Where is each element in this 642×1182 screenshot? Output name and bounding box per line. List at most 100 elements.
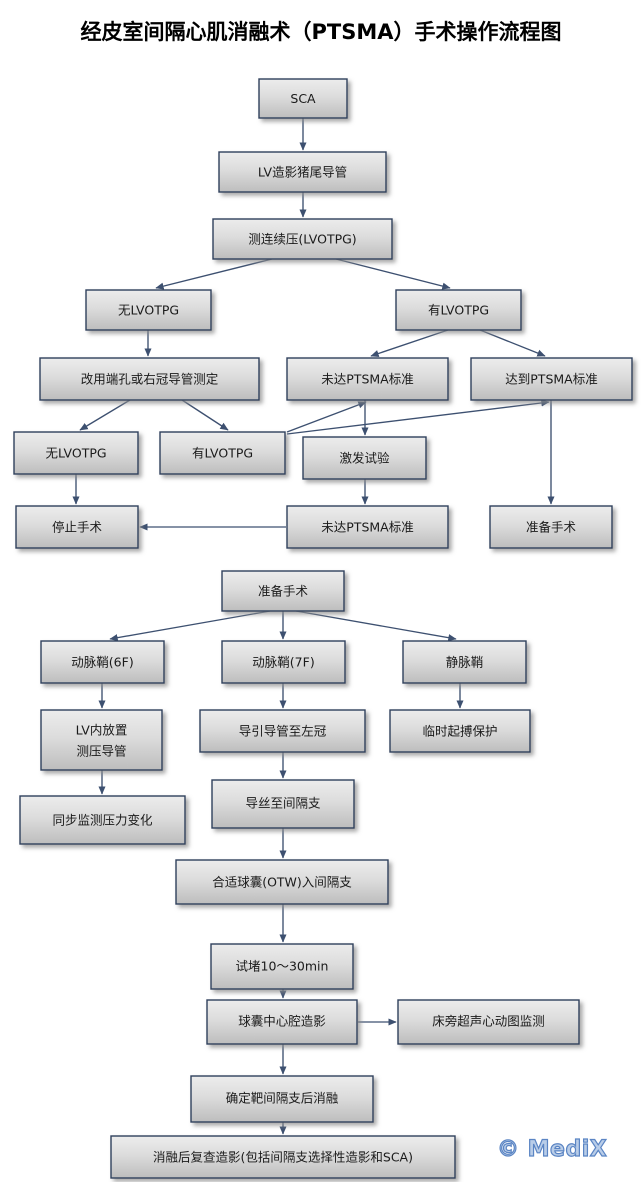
node-wire-to-septal-branch[interactable]: 导丝至间隔支 [211, 779, 355, 829]
node-label: 改用端孔或右冠导管测定 [81, 372, 219, 387]
node-box[interactable] [175, 859, 389, 905]
node-label: 有LVOTPG [428, 303, 489, 318]
node-box[interactable] [218, 151, 387, 193]
node-box[interactable] [286, 505, 449, 549]
node-label: 达到PTSMA标准 [505, 372, 597, 387]
node-label: 静脉鞘 [446, 655, 484, 670]
node-label: 激发试验 [339, 451, 390, 466]
node-box[interactable] [190, 1075, 374, 1123]
edge-prepare-to-vein-sheath [295, 610, 457, 642]
node-label: 未达PTSMA标准 [321, 520, 413, 535]
node-venous-sheath[interactable]: 静脉鞘 [402, 640, 527, 684]
node-label-line1: LV内放置 [76, 723, 128, 738]
node-box[interactable] [13, 431, 139, 475]
edge-yes-to-met-std [479, 329, 546, 357]
node-otw-balloon-septal[interactable]: 合适球囊(OTW)入间隔支 [175, 859, 389, 905]
node-guide-catheter-lca[interactable]: 导引导管至左冠 [199, 709, 366, 753]
node-box[interactable] [39, 357, 260, 401]
node-met-ptsma-standard[interactable]: 达到PTSMA标准 [470, 357, 633, 401]
node-box[interactable] [85, 289, 212, 331]
connector-group [72, 118, 555, 1135]
node-box[interactable] [210, 943, 354, 990]
node-label: SCA [290, 91, 316, 106]
node-label: 停止手术 [52, 520, 103, 535]
edge-lvotpg-to-no [155, 258, 273, 290]
node-box[interactable] [199, 709, 366, 753]
edge-lvotpg-to-yes [335, 258, 451, 290]
node-provocation-test[interactable]: 激发试验 [302, 436, 427, 480]
edge-alt-to-no2 [79, 399, 131, 431]
node-arterial-sheath-6f[interactable]: 动脉鞘(6F) [40, 640, 165, 684]
node-label: 动脉鞘(7F) [252, 655, 314, 670]
node-box[interactable] [489, 505, 613, 549]
node-label: 试堵10～30min [236, 959, 329, 974]
node-box[interactable] [19, 795, 186, 845]
node-label: 临时起搏保护 [422, 724, 497, 739]
edge-alt-to-yes2 [181, 399, 229, 431]
node-sca[interactable]: SCA [258, 78, 348, 119]
node-label: LV造影猪尾导管 [258, 165, 347, 180]
node-lv-pigtail-catheter[interactable]: LV造影猪尾导管 [218, 151, 387, 193]
node-label: 有LVOTPG [192, 446, 253, 461]
node-box[interactable] [40, 640, 165, 684]
edge-yes-to-below-std [370, 329, 449, 357]
node-has-lvotpg-1[interactable]: 有LVOTPG [395, 289, 522, 331]
node-label: 消融后复查造影(包括间隔支选择性造影和SCA) [153, 1150, 413, 1165]
node-label: 未达PTSMA标准 [321, 372, 413, 387]
node-box[interactable] [470, 357, 633, 401]
node-prepare-procedure-2[interactable]: 准备手术 [221, 570, 345, 612]
node-label: 准备手术 [526, 520, 577, 535]
node-balloon-center-contrast[interactable]: 球囊中心腔造影 [206, 999, 358, 1045]
node-label: 同步监测压力变化 [52, 813, 153, 828]
node-label: 确定靶间隔支后消融 [226, 1091, 339, 1106]
node-arterial-sheath-7f[interactable]: 动脉鞘(7F) [221, 640, 346, 684]
node-bedside-echo-monitor[interactable]: 床旁超声心动图监测 [397, 999, 580, 1045]
page-title: 经皮室间隔心肌消融术（PTSMA）手术操作流程图 [80, 20, 562, 44]
node-target-septal-ablation[interactable]: 确定靶间隔支后消融 [190, 1075, 374, 1123]
node-no-lvotpg-2[interactable]: 无LVOTPG [13, 431, 139, 475]
node-box[interactable] [302, 436, 427, 480]
node-label: 导丝至间隔支 [245, 796, 321, 811]
node-label: 无LVOTPG [118, 303, 179, 318]
node-label: 准备手术 [258, 584, 309, 599]
node-box[interactable] [221, 570, 345, 612]
node-trial-occlusion[interactable]: 试堵10～30min [210, 943, 354, 990]
node-box[interactable] [395, 289, 522, 331]
node-prepare-procedure-1[interactable]: 准备手术 [489, 505, 613, 549]
node-label: 球囊中心腔造影 [238, 1014, 326, 1029]
node-box[interactable] [212, 218, 393, 260]
watermark-medix: © MediX [496, 1136, 608, 1162]
node-stop-procedure[interactable]: 停止手术 [15, 505, 139, 549]
node-temporary-pacing[interactable]: 临时起搏保护 [389, 709, 531, 753]
node-alt-end-hole-catheter[interactable]: 改用端孔或右冠导管测定 [39, 357, 260, 401]
node-has-lvotpg-2[interactable]: 有LVOTPG [159, 431, 286, 475]
node-box[interactable] [110, 1135, 456, 1179]
edge-prepare-to-sheath6f [109, 610, 271, 642]
node-label-line2: 测压导管 [76, 744, 126, 759]
node-box[interactable] [258, 78, 348, 119]
node-label: 测连续压(LVOTPG) [248, 232, 356, 247]
node-box[interactable] [211, 779, 355, 829]
node-box[interactable] [206, 999, 358, 1045]
node-sync-pressure-monitor[interactable]: 同步监测压力变化 [19, 795, 186, 845]
node-post-ablation-recheck[interactable]: 消融后复查造影(包括间隔支选择性造影和SCA) [110, 1135, 456, 1179]
node-label: 动脉鞘(6F) [71, 655, 133, 670]
node-label: 合适球囊(OTW)入间隔支 [212, 875, 352, 890]
node-box[interactable] [402, 640, 527, 684]
node-box[interactable] [389, 709, 531, 753]
node-measure-lvotpg[interactable]: 测连续压(LVOTPG) [212, 218, 393, 260]
node-box[interactable] [286, 357, 449, 401]
node-box[interactable] [397, 999, 580, 1045]
node-box[interactable] [40, 709, 163, 771]
node-lv-pressure-catheter[interactable]: LV内放置 测压导管 [40, 709, 163, 771]
node-below-ptsma-standard-1[interactable]: 未达PTSMA标准 [286, 357, 449, 401]
node-box[interactable] [159, 431, 286, 475]
edge-yes2-to-below-std [286, 401, 367, 433]
node-below-ptsma-standard-2[interactable]: 未达PTSMA标准 [286, 505, 449, 549]
node-no-lvotpg-1[interactable]: 无LVOTPG [85, 289, 212, 331]
node-box[interactable] [221, 640, 346, 684]
node-label: 无LVOTPG [45, 446, 106, 461]
node-box[interactable] [15, 505, 139, 549]
